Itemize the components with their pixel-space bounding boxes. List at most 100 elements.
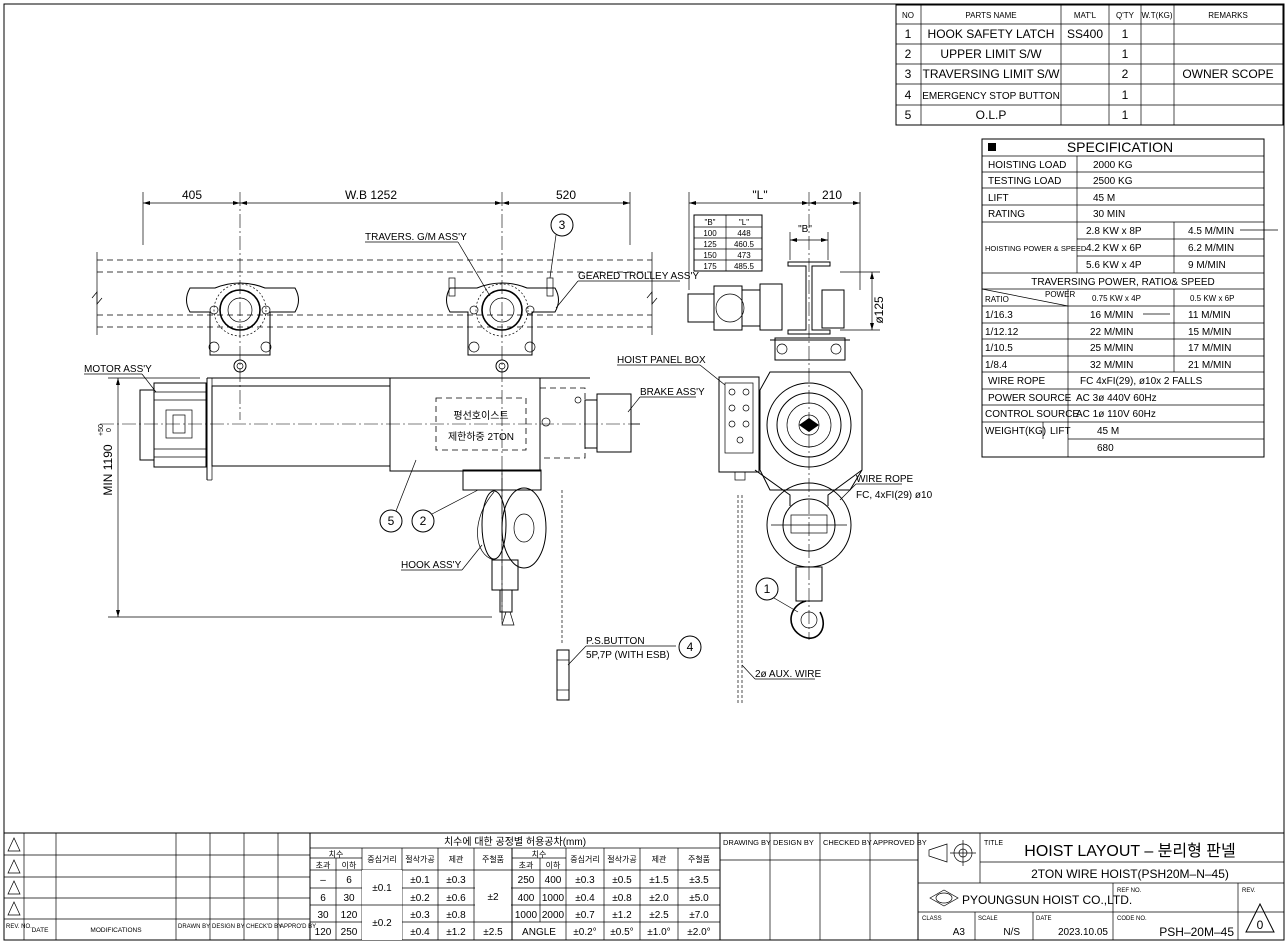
spec-lift-label: LIFT bbox=[988, 193, 1009, 204]
tol-l4-cut: ±0.4 bbox=[410, 927, 430, 938]
tol-l4-over: 120 bbox=[315, 927, 332, 938]
tol-over-r: 초과 bbox=[519, 861, 534, 870]
tol-cut: 절삭가공 bbox=[405, 854, 434, 864]
tol-under-r: 이하 bbox=[546, 860, 561, 870]
spec-trav-r1-a: 16 M/MIN bbox=[1090, 310, 1133, 321]
spec-trav-r1-ratio: 1/16.3 bbox=[985, 310, 1013, 321]
design-by: DESIGN BY bbox=[773, 838, 814, 847]
dim-tol-zero: 0 bbox=[106, 428, 113, 432]
parts-row1-matl: SS400 bbox=[1067, 27, 1103, 41]
date-label: DATE bbox=[1036, 916, 1052, 922]
scale-value: N/S bbox=[1003, 927, 1020, 938]
label-wire-rope-2: FC, 4xFI(29) ø10 bbox=[856, 490, 933, 501]
spec-hps-row3-speed: 9 M/MIN bbox=[1188, 260, 1226, 271]
spec-trav-r2-ratio: 1/12.12 bbox=[985, 327, 1019, 338]
rev-label: REV. bbox=[1242, 888, 1256, 894]
b-l-table: "B" "L" 100 448 125 460.5 150 473 175 48… bbox=[693, 214, 763, 272]
bl-r3-b: 150 bbox=[703, 251, 717, 260]
spec-power-source-label: POWER SOURCE bbox=[988, 393, 1072, 404]
spec-power-label: POWER bbox=[1045, 290, 1075, 299]
tol-cut-r: 절삭가공 bbox=[607, 854, 636, 864]
bottom-block: REV. NO. DATE MODIFICATIONS DRAWN BY DES… bbox=[4, 832, 1284, 940]
bl-r1-b: 100 bbox=[703, 229, 717, 238]
drawing-title: HOIST LAYOUT – 분리형 판넬 bbox=[1024, 842, 1235, 860]
spec-control-source: AC 1ø 110V 60Hz bbox=[1076, 409, 1156, 420]
dim-L: "L" bbox=[752, 188, 767, 202]
bubble-1 bbox=[755, 577, 779, 601]
spec-trav-head2: 0.5 KW x 6P bbox=[1190, 294, 1234, 303]
company-name: PYOUNGSUN HOIST CO.,LTD. bbox=[962, 893, 1132, 907]
parts-head-matl: MAT'L bbox=[1074, 11, 1097, 20]
tol-over: 초과 bbox=[316, 861, 331, 870]
tol-angle-label: ANGLE bbox=[522, 927, 556, 938]
drawing-by: DRAWING BY bbox=[723, 838, 771, 847]
bl-head-l: "L" bbox=[739, 218, 749, 227]
bubble-2-label: 2 bbox=[420, 514, 427, 528]
spec-trav-r4-b: 21 M/MIN bbox=[1188, 360, 1231, 371]
tol-r3-mfg: ±2.5 bbox=[649, 910, 669, 921]
tol-angle-center: ±0.2° bbox=[573, 927, 596, 938]
parts-row3-remarks: OWNER SCOPE bbox=[1182, 67, 1273, 81]
rev-triangle-icon bbox=[1245, 902, 1275, 933]
tol-l3-mfg: ±0.8 bbox=[446, 910, 466, 921]
tol-cast: 주철품 bbox=[482, 854, 504, 864]
tol-size: 치수 bbox=[329, 850, 344, 859]
bubble-2 bbox=[411, 509, 435, 533]
tol-title: 치수에 대한 공정별 허용공차(mm) bbox=[444, 836, 586, 848]
spec-trav-r4-a: 32 M/MIN bbox=[1090, 360, 1133, 371]
bubble-4 bbox=[678, 635, 702, 659]
spec-trav-r3-a: 25 M/MIN bbox=[1090, 343, 1133, 354]
label-hoist-panel: HOIST PANEL BOX bbox=[617, 355, 706, 366]
spec-testing-load-label: TESTING LOAD bbox=[988, 176, 1061, 187]
spec-wire-rope-label: WIRE ROPE bbox=[988, 376, 1046, 387]
parts-head-wt: W.T(KG) bbox=[1141, 11, 1172, 20]
parts-row5-no: 5 bbox=[905, 108, 912, 122]
dim-125: ø125 bbox=[872, 296, 886, 324]
parts-row5-name: O.L.P bbox=[976, 108, 1007, 122]
tol-r3-under: 2000 bbox=[542, 910, 565, 921]
title-block: TITLE HOIST LAYOUT – 분리형 판넬 2TON WIRE HO… bbox=[918, 833, 1284, 940]
dim-wheel-base: W.B 1252 bbox=[345, 188, 397, 202]
drawing-subtitle: 2TON WIRE HOIST(PSH20M–N–45) bbox=[1031, 867, 1229, 881]
spec-trav-r3-ratio: 1/10.5 bbox=[985, 343, 1013, 354]
spec-lift: 45 M bbox=[1093, 193, 1115, 204]
tol-mfg: 제관 bbox=[449, 854, 464, 864]
tol-l1-over: – bbox=[320, 875, 326, 886]
tol-l3-cut: ±0.3 bbox=[410, 910, 430, 921]
tol-l4-under: 250 bbox=[341, 927, 358, 938]
spec-trav-r2-a: 22 M/MIN bbox=[1090, 327, 1133, 338]
tol-cast-r: 주철품 bbox=[688, 854, 710, 864]
spec-trav-r1-b: 11 M/MIN bbox=[1188, 310, 1231, 321]
tol-center: 중심거리 bbox=[367, 854, 396, 864]
bubble-5 bbox=[379, 509, 403, 533]
parts-row4-no: 4 bbox=[905, 88, 912, 102]
spec-rating-label: RATING bbox=[988, 209, 1025, 220]
dim-210: 210 bbox=[822, 188, 842, 202]
label-brake: BRAKE ASS'Y bbox=[640, 387, 705, 398]
tol-center-1: ±0.1 bbox=[372, 883, 392, 894]
company-logo-icon bbox=[929, 889, 959, 907]
spec-trav-title: TRAVERSING POWER, RATIO& SPEED bbox=[1031, 277, 1215, 288]
bubble-4-label: 4 bbox=[687, 640, 694, 654]
tol-center-2: ±0.2 bbox=[372, 918, 392, 929]
tol-r1-cut: ±0.5 bbox=[612, 875, 632, 886]
tolerance-table: 치수에 대한 공정별 허용공차(mm) 치수 초과 이하 중심거리 절삭가공 제… bbox=[310, 833, 721, 940]
class-label: CLASS bbox=[922, 916, 942, 922]
bl-r3-l: 473 bbox=[737, 251, 751, 260]
spec-hps-row2-power: 4.2 KW x 6P bbox=[1086, 243, 1142, 254]
tol-l4-mfg: ±1.2 bbox=[446, 927, 466, 938]
parts-table: NO PARTS NAME MAT'L Q'TY W.T(KG) REMARKS… bbox=[895, 4, 1284, 126]
label-aux-wire: 2ø AUX. WIRE bbox=[755, 669, 821, 680]
projection-symbol-icon bbox=[928, 840, 976, 866]
revision-table: REV. NO. DATE MODIFICATIONS DRAWN BY DES… bbox=[4, 833, 316, 940]
bl-r1-l: 448 bbox=[737, 229, 751, 238]
label-hook: HOOK ASS'Y bbox=[401, 560, 462, 571]
bubble-1-label: 1 bbox=[764, 582, 771, 596]
spec-table: SPECIFICATION HOISTING LOAD 2000 KG TEST… bbox=[981, 138, 1278, 458]
tol-l2-mfg: ±0.6 bbox=[446, 893, 466, 904]
title-label: TITLE bbox=[984, 840, 1003, 847]
tol-l1-mfg: ±0.3 bbox=[446, 875, 466, 886]
bubble-5-label: 5 bbox=[388, 514, 395, 528]
label-ps-button: P.S.BUTTON bbox=[586, 636, 645, 647]
